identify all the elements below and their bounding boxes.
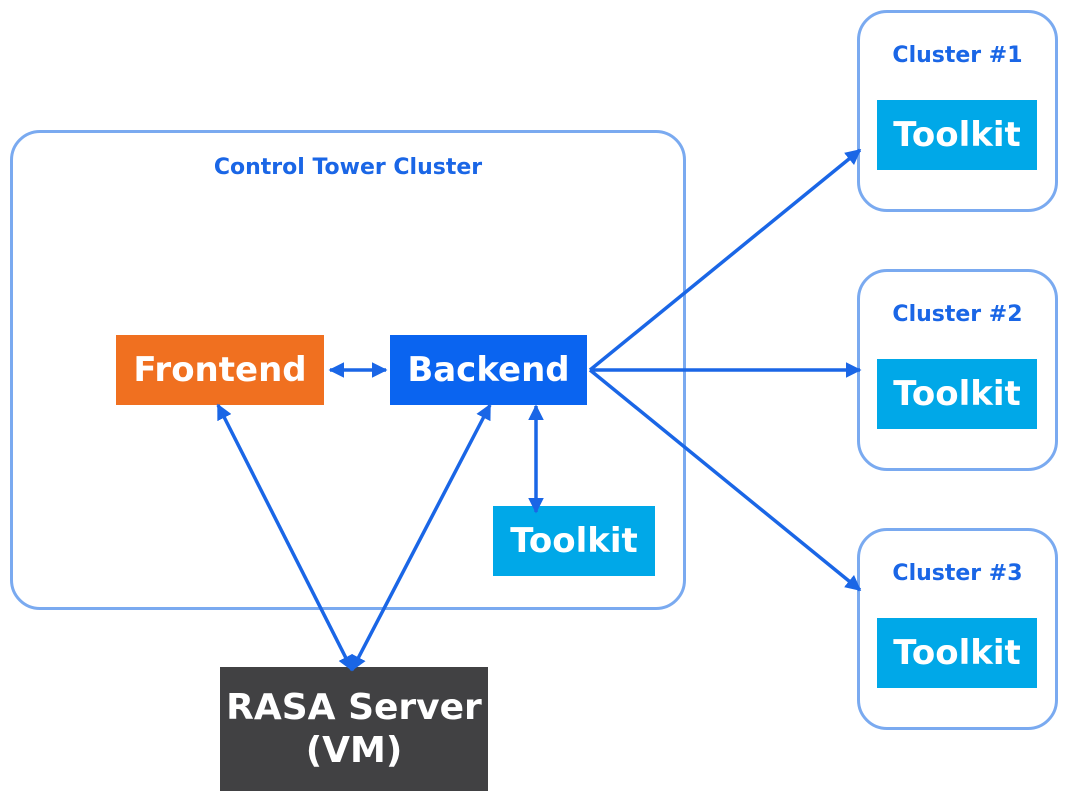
cluster-1-toolkit-label: Toolkit (893, 114, 1021, 155)
rasa-server-line1: RASA Server (226, 686, 482, 728)
frontend-node: Frontend (116, 335, 324, 405)
cluster-3-toolkit-node: Toolkit (877, 618, 1037, 688)
rasa-server-node: RASA Server (VM) (220, 667, 488, 791)
cluster-1-label: Cluster #1 (892, 43, 1023, 68)
cluster-1: Cluster #1 (857, 10, 1058, 212)
cluster-3-label: Cluster #3 (892, 561, 1023, 586)
edge-backend-rasa (350, 403, 492, 672)
control-tower-toolkit-node: Toolkit (493, 506, 655, 576)
edge-backend-cluster3 (588, 368, 862, 592)
edge-frontend-rasa (216, 403, 354, 672)
backend-label: Backend (407, 349, 570, 390)
control-tower-cluster-label: Control Tower Cluster (213, 155, 483, 180)
cluster-1-toolkit-node: Toolkit (877, 100, 1037, 170)
cluster-3: Cluster #3 (857, 528, 1058, 730)
edge-backend-cluster1 (588, 148, 862, 372)
cluster-2-label: Cluster #2 (892, 302, 1023, 327)
rasa-server-line2: (VM) (305, 730, 403, 771)
frontend-label: Frontend (133, 349, 307, 390)
cluster-2-toolkit-label: Toolkit (893, 373, 1021, 414)
cluster-2-toolkit-node: Toolkit (877, 359, 1037, 429)
backend-node: Backend (390, 335, 587, 405)
control-tower-toolkit-label: Toolkit (510, 520, 638, 561)
cluster-3-toolkit-label: Toolkit (893, 632, 1021, 673)
